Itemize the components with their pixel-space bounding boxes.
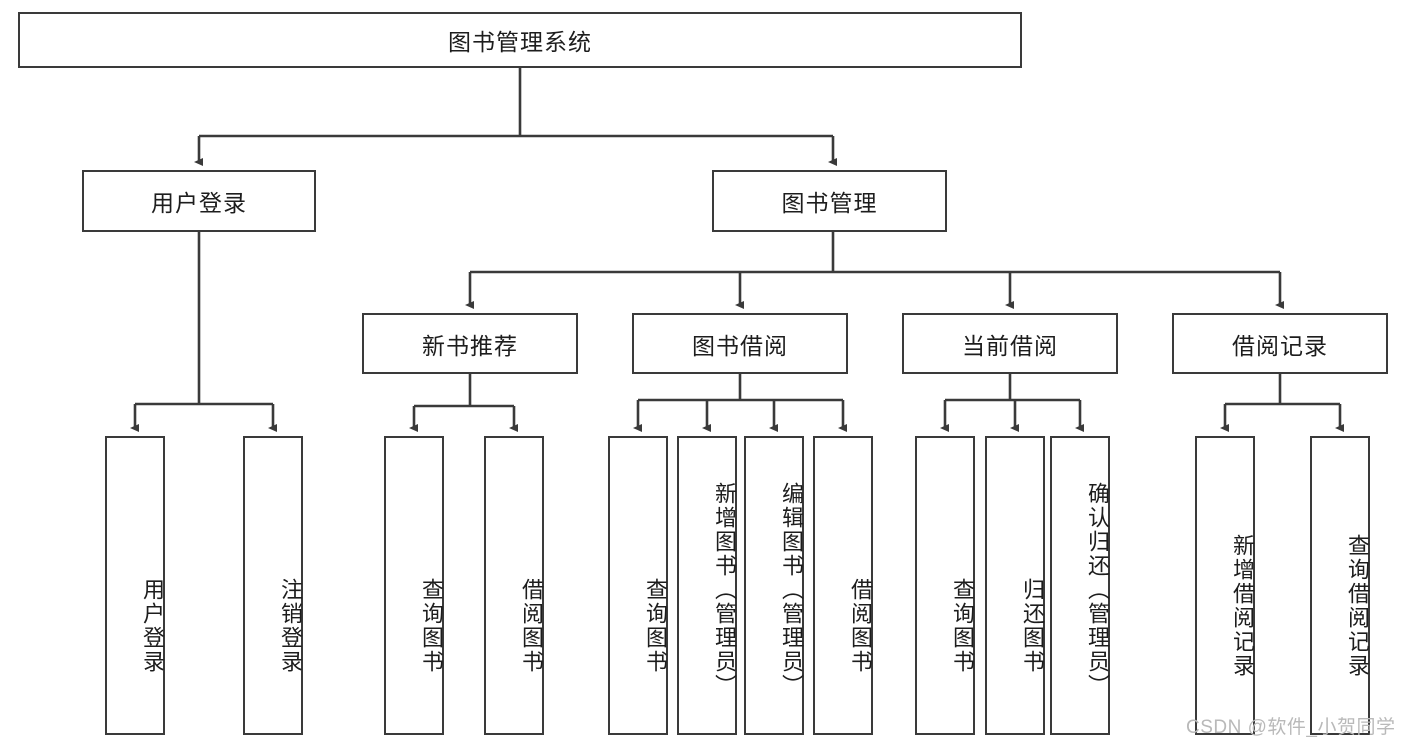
node-label: 查询图书 — [950, 577, 975, 674]
node-label: 用户登录 — [151, 190, 247, 216]
leaf-add-borrow-record[interactable]: 新增借阅记录 — [1195, 436, 1255, 735]
node-label: 借阅记录 — [1232, 332, 1328, 359]
node-borrow-record[interactable]: 借阅记录 — [1172, 313, 1388, 374]
node-label: 借阅图书 — [848, 577, 873, 674]
leaf-edit-book-admin[interactable]: 编辑图书（管理员） — [744, 436, 804, 735]
leaf-borrow-book-recommend[interactable]: 借阅图书 — [484, 436, 544, 735]
leaf-query-book-recommend[interactable]: 查询图书 — [384, 436, 444, 735]
node-label: 新增图书（管理员） — [712, 481, 737, 698]
node-label: 查询图书 — [643, 577, 668, 674]
leaf-return-book[interactable]: 归还图书 — [985, 436, 1045, 735]
node-label: 编辑图书（管理员） — [779, 481, 804, 698]
watermark-text: CSDN @软件_小贺同学 — [1186, 717, 1396, 738]
node-label: 注销登录 — [278, 577, 303, 674]
node-label: 新书推荐 — [422, 332, 518, 359]
node-new-book-recommend[interactable]: 新书推荐 — [362, 313, 578, 374]
node-label: 查询图书 — [419, 577, 444, 674]
leaf-add-book-admin[interactable]: 新增图书（管理员） — [677, 436, 737, 735]
node-book-borrow[interactable]: 图书借阅 — [632, 313, 848, 374]
node-label: 确认归还（管理员） — [1085, 481, 1110, 698]
leaf-query-book-current[interactable]: 查询图书 — [915, 436, 975, 735]
node-label: 归还图书 — [1020, 577, 1045, 674]
leaf-query-borrow-record[interactable]: 查询借阅记录 — [1310, 436, 1370, 735]
node-label: 图书管理 — [781, 190, 878, 216]
node-book-management[interactable]: 图书管理 — [712, 170, 947, 232]
node-label: 图书管理系统 — [448, 29, 592, 55]
node-root-system[interactable]: 图书管理系统 — [18, 12, 1022, 68]
leaf-confirm-return-admin[interactable]: 确认归还（管理员） — [1050, 436, 1110, 735]
leaf-query-book-borrow[interactable]: 查询图书 — [608, 436, 668, 735]
node-label: 查询借阅记录 — [1345, 533, 1370, 678]
node-label: 用户登录 — [140, 577, 165, 674]
node-label: 借阅图书 — [519, 577, 544, 674]
leaf-borrow-book[interactable]: 借阅图书 — [813, 436, 873, 735]
leaf-logout[interactable]: 注销登录 — [243, 436, 303, 735]
node-label: 当前借阅 — [962, 332, 1058, 359]
node-current-borrow[interactable]: 当前借阅 — [902, 313, 1118, 374]
leaf-user-login[interactable]: 用户登录 — [105, 436, 165, 735]
node-user-login[interactable]: 用户登录 — [82, 170, 316, 232]
node-label: 新增借阅记录 — [1230, 533, 1255, 678]
node-label: 图书借阅 — [692, 332, 788, 359]
